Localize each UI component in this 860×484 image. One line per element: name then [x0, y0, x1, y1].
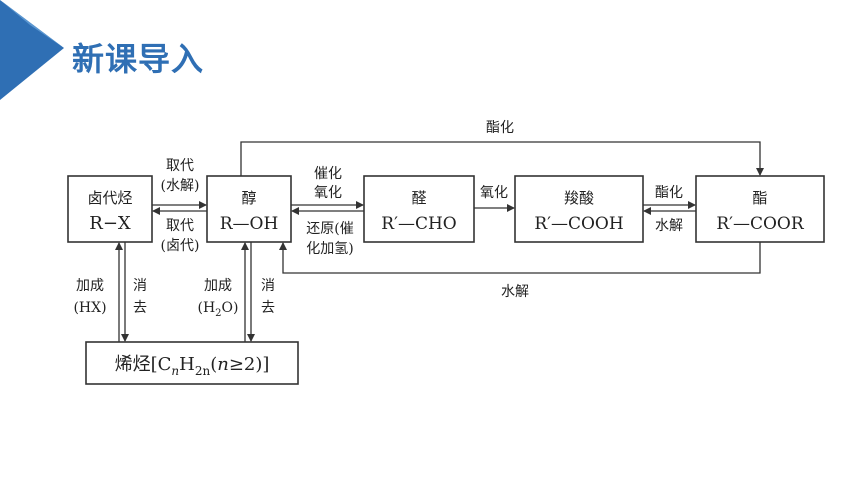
label-alcohol-to-aldehyde-1: 催化	[314, 166, 342, 182]
label-ester-to-acid: 水解	[655, 218, 683, 234]
aldehyde-name: 醛	[411, 189, 426, 207]
alkene-formula-part-5: n	[217, 354, 229, 375]
ester-formula: R′—COOR	[716, 214, 805, 234]
acid-formula: R′—COOH	[534, 214, 623, 234]
label-halide-to-alkene-2: 去	[133, 300, 147, 316]
label-alcohol-to-halide-1: 取代	[166, 218, 194, 234]
alcohol-formula: R—OH	[220, 214, 279, 234]
label-alkene-to-alcohol-2-pre: (H	[198, 300, 216, 316]
label-alkene-to-alcohol-2-post: O)	[222, 300, 239, 316]
ester-name: 酯	[752, 189, 767, 207]
label-alcohol-to-ester-top: 酯化	[486, 120, 514, 136]
label-halide-to-alcohol-1: 取代	[166, 158, 194, 174]
alkene-formula-part-6: ≥2)]	[229, 354, 270, 375]
page-title: 新课导入	[72, 40, 205, 78]
alkene-formula-part-0: [C	[151, 354, 172, 375]
alkene-name: 烯烃	[115, 354, 151, 375]
label-alkene-to-halide-1: 加成	[76, 278, 104, 294]
label-halide-to-alkene-1: 消	[133, 278, 147, 294]
aldehyde-box	[363, 175, 475, 243]
label-halide-to-alcohol-2: (水解)	[161, 178, 200, 194]
label-ester-to-alcohol-bottom: 水解	[501, 284, 529, 300]
label-aldehyde-to-alcohol-1: 还原(催	[306, 221, 353, 237]
label-alkene-to-alcohol-1: 加成	[204, 278, 232, 294]
alkene-formula-part-2: H	[179, 354, 195, 375]
alkene-formula-part-3: 2n	[195, 364, 211, 378]
title-arrow-decoration	[0, 0, 64, 100]
label-alcohol-to-halide-2: (卤代)	[161, 238, 200, 254]
label-alkene-to-alcohol-2: (H2O)	[198, 300, 239, 319]
arrow-alcohol-to-ester-top	[240, 141, 764, 176]
label-aldehyde-to-acid: 氧化	[480, 185, 508, 201]
label-alcohol-to-aldehyde-2: 氧化	[314, 185, 342, 201]
halide-name: 卤代烃	[87, 189, 132, 207]
halide-formula: R−X	[89, 213, 131, 234]
arrow-ester-to-alcohol-bottom	[279, 242, 761, 274]
label-acid-to-ester: 酯化	[655, 185, 683, 201]
alkene-formula-part-1: n	[171, 364, 179, 378]
label-alkene-to-halide-2: (HX)	[73, 300, 106, 316]
alcohol-box	[206, 175, 292, 243]
alcohol-name: 醇	[241, 189, 256, 207]
alkene-label: 烯烃[CnH2n(n≥2)]	[115, 354, 270, 378]
label-aldehyde-to-alcohol-2: 化加氢)	[306, 241, 353, 257]
halide-box	[67, 175, 153, 243]
label-alcohol-to-alkene-2: 去	[261, 300, 275, 316]
alkene-formula-part-4: (	[210, 354, 217, 375]
ester-box	[695, 175, 825, 243]
acid-name: 羧酸	[564, 189, 594, 207]
alkene-box	[85, 341, 299, 385]
aldehyde-formula: R′—CHO	[381, 214, 456, 234]
label-alkene-to-alcohol-2-sub: 2	[215, 308, 221, 319]
label-alcohol-to-alkene-1: 消	[261, 278, 275, 294]
